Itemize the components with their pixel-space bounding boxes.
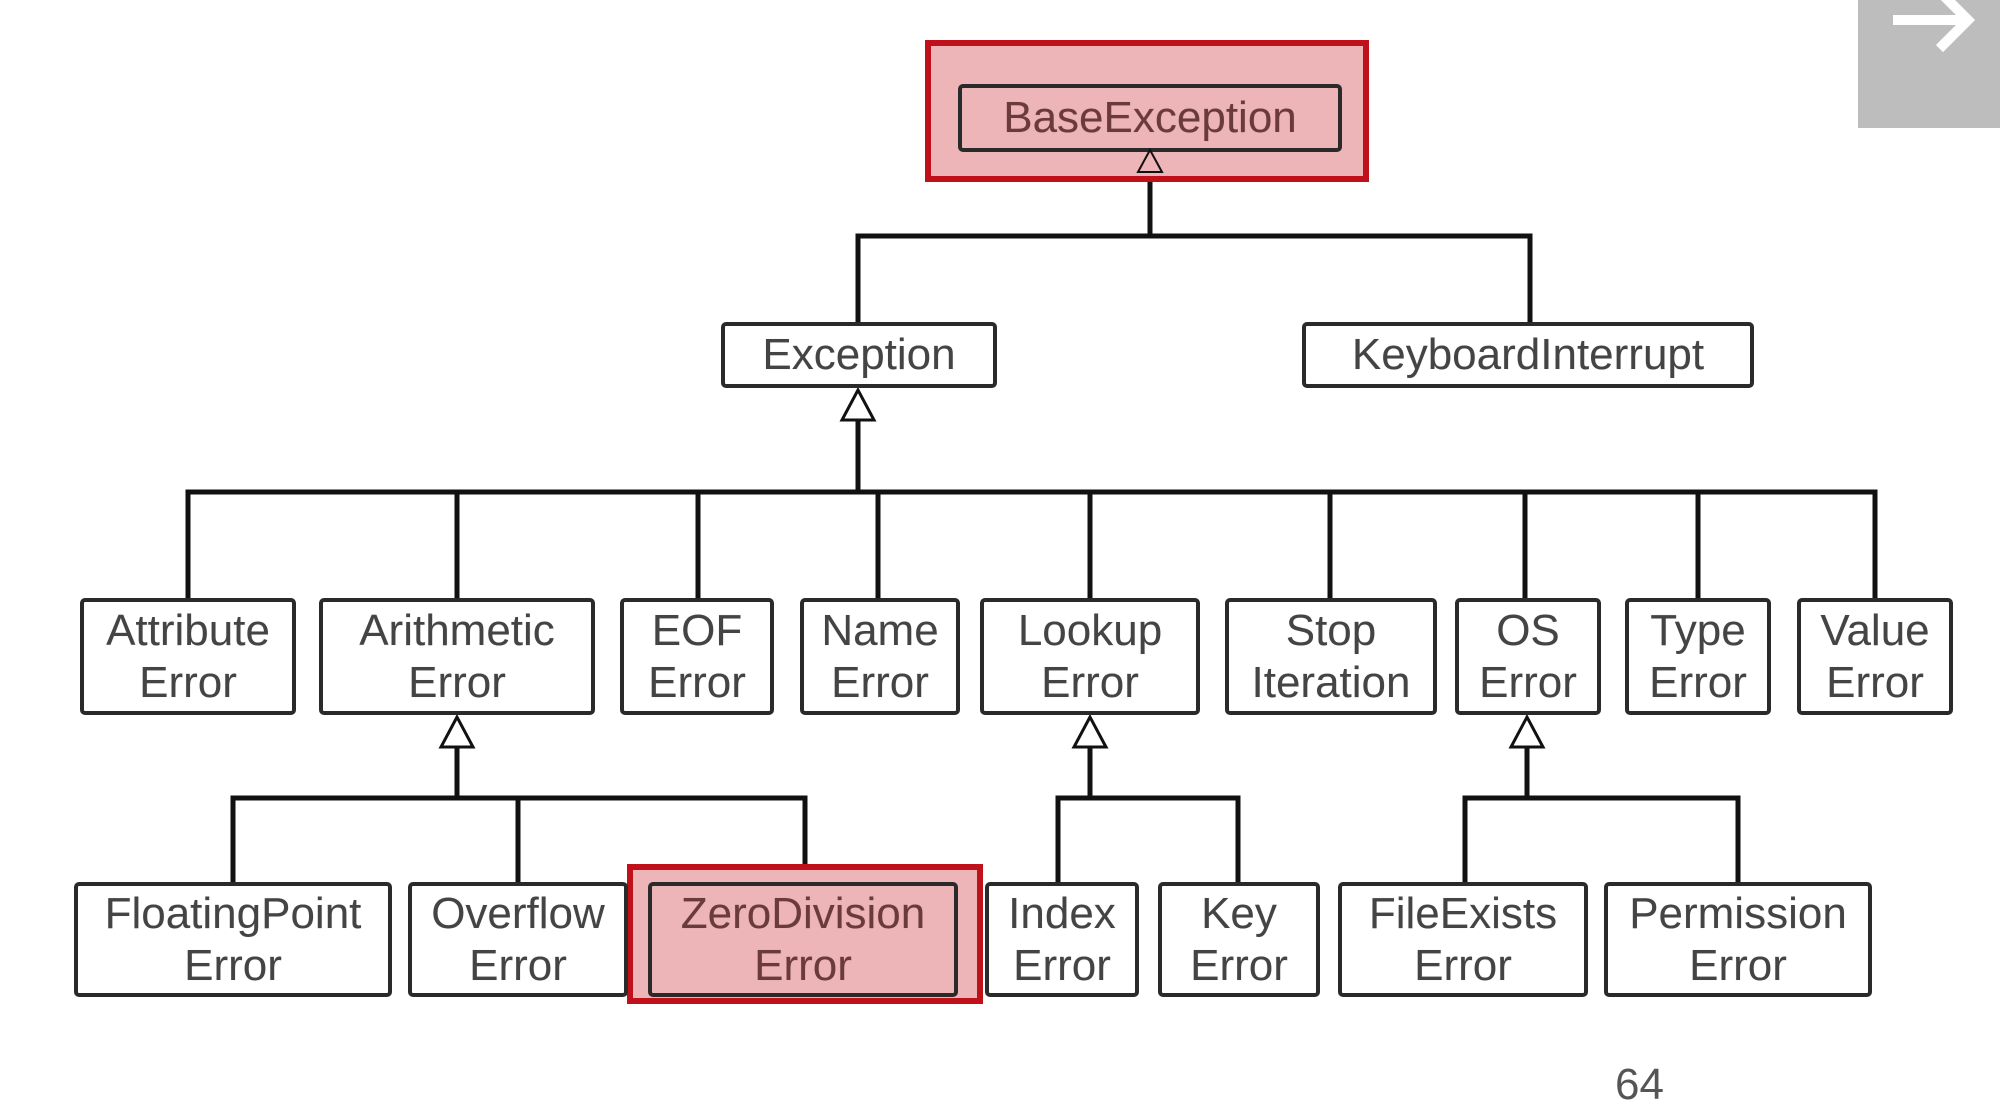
node-exception: Exception: [721, 322, 997, 388]
node-name-error: Name Error: [800, 598, 960, 715]
page-number: 64: [1615, 1060, 1664, 1109]
node-key-error: Key Error: [1158, 882, 1320, 997]
node-stop-iteration: Stop Iteration: [1225, 598, 1437, 715]
node-floating-point-error: FloatingPoint Error: [74, 882, 392, 997]
node-arithmetic-error: Arithmetic Error: [319, 598, 595, 715]
node-zero-division-error: ZeroDivision Error: [648, 882, 958, 997]
node-attribute-error: Attribute Error: [80, 598, 296, 715]
node-keyboard-interrupt: KeyboardInterrupt: [1302, 322, 1754, 388]
node-file-exists-error: FileExists Error: [1338, 882, 1588, 997]
node-overflow-error: Overflow Error: [408, 882, 628, 997]
exit-arrow-icon: [1893, 0, 1976, 53]
node-base-exception: BaseException: [958, 84, 1342, 152]
node-index-error: Index Error: [985, 882, 1139, 997]
node-os-error: OS Error: [1455, 598, 1601, 715]
node-type-error: Type Error: [1625, 598, 1771, 715]
node-value-error: Value Error: [1797, 598, 1953, 715]
node-eof-error: EOF Error: [620, 598, 774, 715]
node-lookup-error: Lookup Error: [980, 598, 1200, 715]
exit-button[interactable]: [1858, 0, 2000, 128]
node-permission-error: Permission Error: [1604, 882, 1872, 997]
